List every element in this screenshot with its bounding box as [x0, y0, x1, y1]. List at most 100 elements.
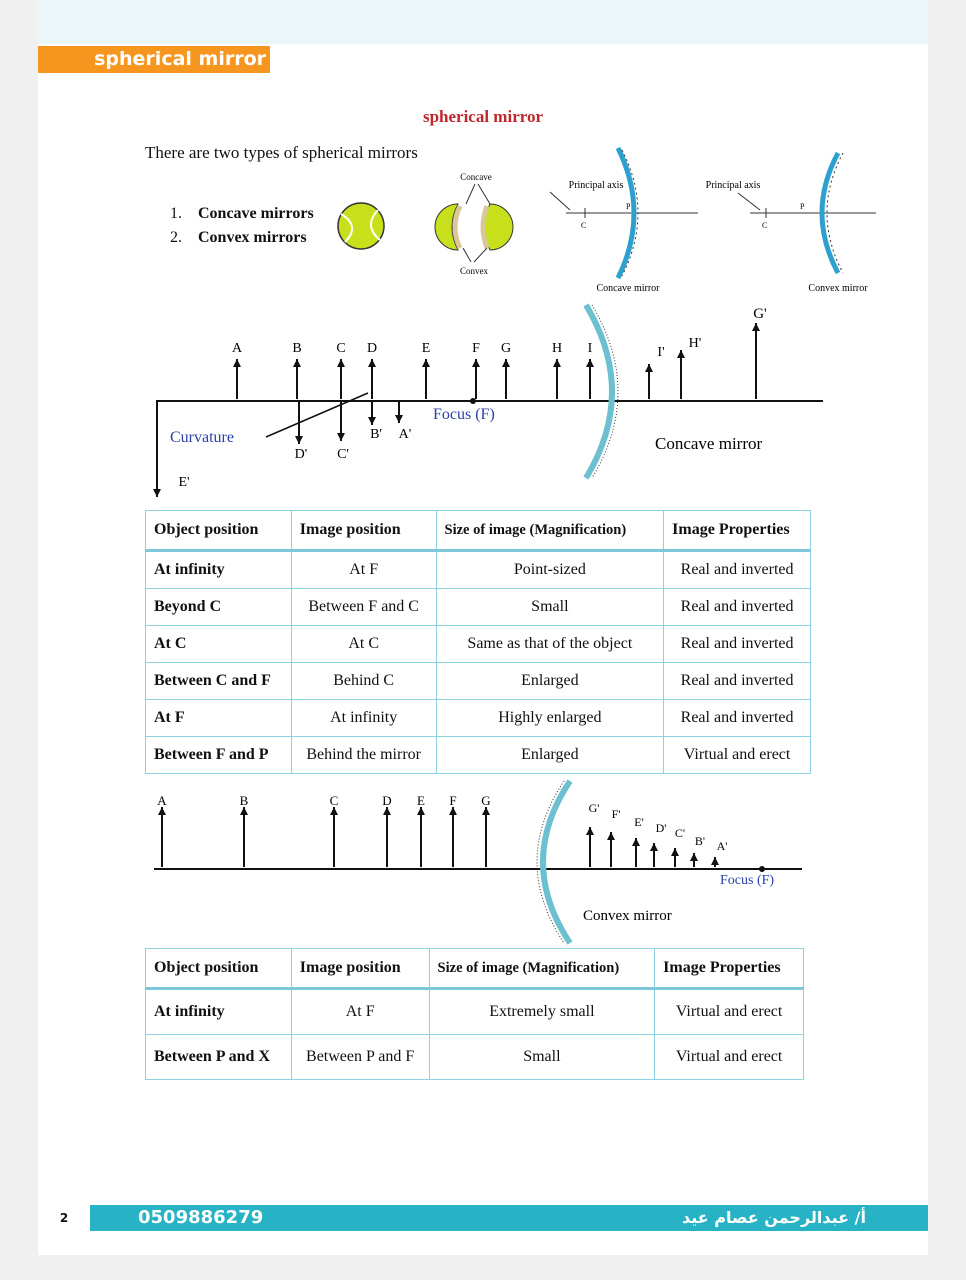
- arrow-head-icon: [632, 838, 640, 846]
- column-header: Size of image (Magnification): [428, 948, 656, 990]
- arrow-head-icon: [417, 807, 425, 815]
- column-header: Image position: [290, 510, 437, 552]
- table-cell: Virtual and erect: [654, 1034, 804, 1080]
- arrow-head-icon: [671, 848, 679, 856]
- concave-caption: Concave mirror: [596, 283, 660, 294]
- arrow-label: A': [399, 427, 412, 442]
- arrow-label: D': [656, 821, 667, 835]
- concave-mirror-caption: Concave mirror: [655, 434, 762, 453]
- arrow-label: D: [367, 341, 377, 356]
- page: spherical mirror spherical mirror There …: [38, 0, 928, 1255]
- list-item: 1.Concave mirrors: [170, 205, 314, 222]
- image-arrows: G'F'E'D'C'B'A': [586, 801, 727, 867]
- table-cell: At C: [290, 625, 437, 663]
- column-header: Object position: [145, 510, 292, 552]
- table-header-row: Object position Image position Size of i…: [145, 948, 804, 990]
- arrow-head-icon: [586, 359, 594, 367]
- table-cell: Extremely small: [428, 988, 656, 1035]
- split-ball-icon: [434, 183, 514, 263]
- arrow-head-icon: [690, 853, 698, 861]
- arrow-head-icon: [502, 359, 510, 367]
- arrow-head-icon: [240, 807, 248, 815]
- arrow-head-icon: [293, 359, 301, 367]
- arrow-label: B: [240, 793, 249, 808]
- table-cell: Behind C: [290, 662, 437, 700]
- point-p-label: P: [800, 202, 805, 211]
- table-cell: Virtual and erect: [654, 988, 804, 1035]
- table-cell: Point-sized: [435, 550, 665, 589]
- arrow-label: E': [634, 815, 644, 829]
- table-cell: At F: [145, 699, 292, 737]
- arrow-head-icon: [158, 807, 166, 815]
- arrow-label: F': [612, 807, 621, 821]
- table-cell: Beyond C: [145, 588, 292, 626]
- point-p-label: P: [626, 202, 631, 211]
- footer-phone: 0509886279: [138, 1207, 264, 1228]
- arrow-label: A': [717, 839, 728, 853]
- table-cell: At F: [290, 988, 430, 1035]
- section-header-tab: spherical mirror: [38, 46, 270, 73]
- principal-axis-label: Principal axis: [706, 180, 761, 191]
- arrow-label: I: [588, 341, 593, 356]
- intro-text: There are two types of spherical mirrors: [145, 143, 418, 162]
- arrow-label: G': [589, 801, 600, 815]
- table-cell: Between F and P: [145, 736, 292, 774]
- arrow-head-icon: [449, 807, 457, 815]
- arrow-label: I': [657, 345, 664, 360]
- arrow-head-icon: [395, 415, 403, 423]
- image-arrows: G'H'I'B'A'D'C'E': [153, 306, 767, 497]
- arrow-head-icon: [295, 436, 303, 444]
- table-cell: Small: [428, 1034, 656, 1080]
- page-number: 2: [38, 1205, 90, 1231]
- curvature-label: Curvature: [170, 429, 234, 446]
- arrow-head-icon: [472, 359, 480, 367]
- principal-axis-label: Principal axis: [569, 180, 624, 191]
- table-cell: Behind the mirror: [290, 736, 437, 774]
- convex-caption: Convex mirror: [808, 283, 868, 294]
- table-cell: Virtual and erect: [663, 736, 811, 774]
- concave-table: Object position Image position Size of i…: [145, 510, 811, 774]
- column-header: Image Properties: [663, 510, 811, 552]
- arrow-head-icon: [337, 359, 345, 367]
- arrow-label: G': [753, 306, 767, 322]
- arrow-label: E: [422, 341, 431, 356]
- table-cell: Real and inverted: [663, 588, 811, 626]
- page-title: spherical mirror: [422, 107, 544, 126]
- table-cell: Same as that of the object: [435, 625, 665, 663]
- table-cell: Between F and C: [290, 588, 437, 626]
- arrow-label: H': [689, 336, 702, 351]
- arrow-head-icon: [752, 323, 760, 331]
- point-c-label: C: [762, 221, 767, 230]
- arrow-head-icon: [153, 489, 161, 497]
- ball-label-convex: Convex: [460, 266, 488, 276]
- table-cell: Real and inverted: [663, 625, 811, 663]
- column-header: Image position: [290, 948, 430, 990]
- convex-mirror-figure: Principal axis P C Convex mirror: [706, 151, 876, 294]
- table-cell: At F: [290, 550, 437, 589]
- arrow-label: G: [481, 793, 490, 808]
- arrow-head-icon: [368, 359, 376, 367]
- table-cell: At infinity: [145, 550, 292, 589]
- arrow-label: D: [382, 793, 391, 808]
- focus-label: Focus (F): [720, 873, 774, 888]
- table-cell: At infinity: [145, 988, 292, 1035]
- table-cell: At C: [145, 625, 292, 663]
- table-cell: Between P and X: [145, 1034, 292, 1080]
- table-cell: At infinity: [290, 699, 437, 737]
- arrow-head-icon: [368, 417, 376, 425]
- mirror-types-list: 1.Concave mirrors 2.Convex mirrors: [170, 202, 314, 250]
- table-cell: Enlarged: [435, 662, 665, 700]
- arrow-label: D': [295, 447, 308, 462]
- arrow-label: E': [178, 475, 189, 490]
